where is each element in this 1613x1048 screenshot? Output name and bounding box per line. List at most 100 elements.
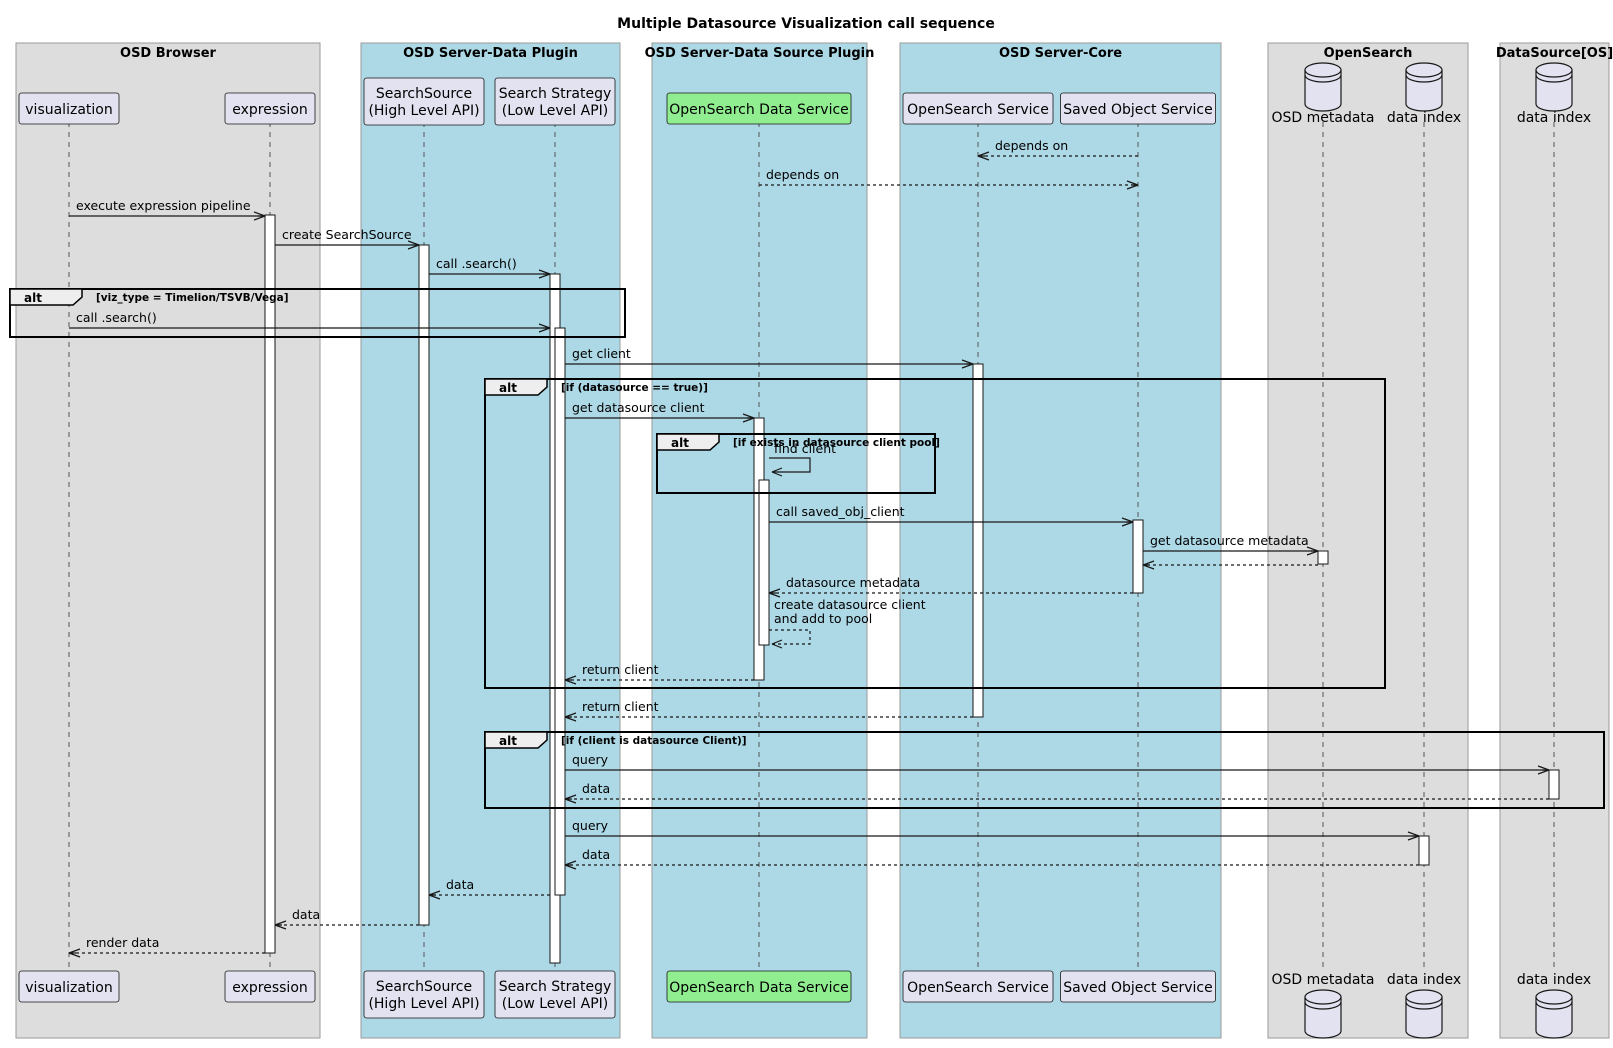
participant-box (666, 92, 852, 125)
participant-label: Saved Object Service (1063, 980, 1213, 996)
message: get datasource client (565, 400, 755, 423)
message: execute expression pipeline (69, 198, 266, 221)
message-label: query (572, 752, 609, 767)
arrowhead (564, 794, 577, 804)
participant-bottom-expr: expression (224, 970, 316, 1003)
arrowhead (771, 639, 783, 649)
participant-label: visualization (25, 980, 112, 996)
message: get datasource metadata (1143, 533, 1319, 556)
arrowhead (428, 890, 441, 900)
message-label: data (582, 781, 610, 796)
message-label: get datasource metadata (1150, 533, 1309, 548)
participant-top-viz: visualization (18, 92, 120, 125)
participant-label: (Low Level API) (502, 996, 609, 1012)
alt-frame-border (484, 378, 1386, 689)
alt-frame: alt[if exists in datasource client pool] (656, 433, 940, 494)
arrowhead (564, 712, 577, 722)
activation-bar-expr (264, 214, 276, 954)
participant-label: (Low Level API) (502, 103, 609, 119)
message: call saved_obj_client (769, 504, 1134, 527)
message-label: call saved_obj_client (776, 504, 905, 519)
message-label: depends on (995, 138, 1068, 153)
box-title-dataplugin: OSD Server-Data Plugin (403, 46, 578, 61)
message-label: call .search() (76, 310, 157, 325)
participant-bottom-ss: SearchSource(High Level API) (363, 970, 485, 1019)
database-icon-top (1535, 62, 1573, 78)
message-label: execute expression pipeline (76, 198, 251, 213)
arrowhead (538, 323, 551, 333)
message: return client (564, 662, 754, 685)
participant-box (666, 970, 852, 1003)
participant-bottom-strat: Search Strategy(Low Level API) (494, 970, 616, 1019)
box-title-dsplugin: OSD Server-Data Source Plugin (645, 46, 875, 61)
alt-frame-condition: [if exists in datasource client pool] (733, 437, 940, 449)
alt-frame: alt[viz_type = Timelion/TSVB/Vega] (9, 288, 626, 338)
participant-label: OpenSearch Data Service (669, 980, 849, 996)
database-icon-rim (1405, 74, 1443, 83)
participant-label: data index (1517, 110, 1591, 126)
participant-label: visualization (25, 102, 112, 118)
participant-label: Saved Object Service (1063, 102, 1213, 118)
arrowhead (407, 240, 420, 250)
arrowhead (538, 269, 551, 279)
arrowhead (771, 467, 783, 477)
participant-label: expression (232, 980, 308, 996)
alt-frame-label: alt (499, 734, 517, 748)
database-icon-rim (1535, 1001, 1573, 1010)
participant-box (18, 92, 120, 125)
activation-bar-oss (972, 363, 984, 718)
database-icon (1535, 69, 1573, 112)
arrowhead (253, 211, 266, 221)
message: create datasource client and add to pool (769, 597, 926, 649)
alt-frame-border (656, 433, 936, 494)
arrowhead (961, 359, 974, 369)
database-icon-top (1304, 62, 1342, 78)
database-icon-rim (1304, 1001, 1342, 1010)
message: call .search() (69, 310, 551, 333)
message: depends on (977, 138, 1138, 161)
message: render data (68, 935, 265, 958)
participant-bottom-oss: OpenSearch Service (902, 970, 1054, 1003)
arrowhead (1142, 560, 1155, 570)
database-icon-top (1535, 989, 1573, 1005)
message-label: data (446, 877, 474, 892)
participant-box (494, 77, 616, 126)
message (1142, 560, 1318, 570)
participant-label: data index (1387, 972, 1461, 988)
message-label: data (292, 907, 320, 922)
arrowhead (68, 948, 81, 958)
database-icon-rim (1535, 74, 1573, 83)
message-line (769, 629, 811, 645)
participant-label: expression (232, 102, 308, 118)
arrowhead (564, 860, 577, 870)
database-icon (1535, 996, 1573, 1039)
arrowhead (742, 413, 755, 423)
database-icon (1304, 996, 1342, 1039)
activation-bar-dataidx (1418, 835, 1430, 866)
activation-bar-dsidx (1548, 769, 1560, 800)
activation-bar-sos (1132, 519, 1144, 594)
message-label: and add to pool (774, 611, 872, 626)
participant-top-sos: Saved Object Service (1060, 92, 1216, 125)
message: return client (564, 699, 973, 722)
alt-frame-tab (484, 731, 548, 749)
participant-label: SearchSource (376, 86, 472, 102)
arrowhead (977, 151, 990, 161)
arrowhead (1121, 517, 1134, 527)
diagram-title: Multiple Datasource Visualization call s… (617, 16, 995, 32)
alt-frame-tab (9, 288, 83, 306)
participant-label: OpenSearch Service (907, 980, 1049, 996)
arrowhead (1537, 765, 1550, 775)
participant-label: SearchSource (376, 979, 472, 995)
message: create SearchSource (275, 227, 420, 250)
message-label: create datasource client (774, 597, 926, 612)
participant-box (494, 970, 616, 1019)
alt-frame-tab (484, 378, 548, 396)
message: depends on (759, 167, 1139, 190)
message-label: get datasource client (572, 400, 705, 415)
participant-box (224, 970, 316, 1003)
message: get client (565, 346, 974, 369)
database-icon-top (1405, 62, 1443, 78)
participant-label: OpenSearch Service (907, 102, 1049, 118)
message: query (565, 818, 1420, 841)
